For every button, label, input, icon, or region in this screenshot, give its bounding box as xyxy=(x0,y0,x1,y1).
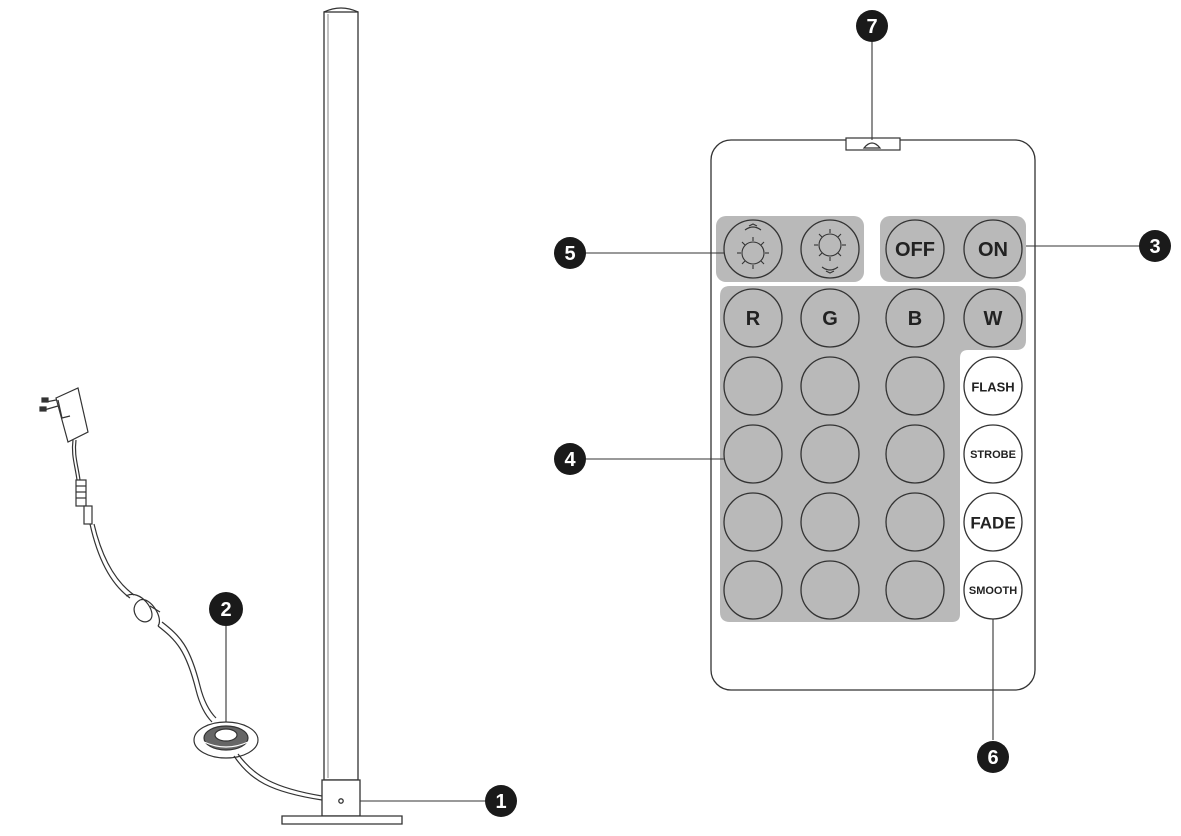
callout-5: 5 xyxy=(554,237,586,269)
callout-2-number: 2 xyxy=(220,599,231,621)
sun-down-icon xyxy=(814,229,846,274)
on-button-label: ON xyxy=(978,239,1008,261)
color-button-blue[interactable]: B xyxy=(885,288,945,348)
color-button-green[interactable]: G xyxy=(800,288,860,348)
color-panel xyxy=(720,286,1026,622)
color-button[interactable] xyxy=(885,424,945,484)
off-button-label: OFF xyxy=(895,239,935,261)
color-button[interactable] xyxy=(885,492,945,552)
color-button[interactable] xyxy=(723,356,783,416)
fade-button[interactable]: FADE xyxy=(963,492,1023,552)
lamp-top-cap xyxy=(323,7,359,13)
color-button-grid xyxy=(723,356,945,620)
remote-control: OFF ON R G B W xyxy=(710,137,1036,691)
sun-up-icon xyxy=(737,223,769,269)
lamp-base-block xyxy=(321,779,361,817)
color-button[interactable] xyxy=(885,356,945,416)
callout-6: 6 xyxy=(977,741,1009,773)
callout-7: 7 xyxy=(856,10,888,42)
callout-2: 2 xyxy=(209,592,243,626)
color-button[interactable] xyxy=(800,356,860,416)
color-button[interactable] xyxy=(723,424,783,484)
red-button-label: R xyxy=(746,308,761,330)
lamp-base-plate xyxy=(281,815,403,825)
callout-5-number: 5 xyxy=(564,243,575,265)
smooth-button[interactable]: SMOOTH xyxy=(963,560,1023,620)
power-cable xyxy=(39,387,323,801)
fade-button-label: FADE xyxy=(970,514,1015,533)
color-button-red[interactable]: R xyxy=(723,288,783,348)
white-button-label: W xyxy=(984,308,1003,330)
smooth-button-label: SMOOTH xyxy=(969,585,1017,597)
dc-connector xyxy=(75,479,93,525)
floor-lamp xyxy=(281,7,403,825)
color-button[interactable] xyxy=(800,424,860,484)
green-button-label: G xyxy=(822,308,838,330)
callout-3: 3 xyxy=(1139,230,1171,262)
power-adapter-icon xyxy=(39,387,89,443)
flash-button-label: FLASH xyxy=(971,380,1014,395)
ir-led-icon xyxy=(862,142,882,149)
callout-3-number: 3 xyxy=(1149,236,1160,258)
color-button-white[interactable]: W xyxy=(963,288,1023,348)
lamp-tube xyxy=(323,11,359,781)
cable-tie xyxy=(125,593,161,627)
brightness-up-button[interactable] xyxy=(723,219,783,279)
flash-button[interactable]: FLASH xyxy=(963,356,1023,416)
on-button[interactable]: ON xyxy=(963,219,1023,279)
foot-switch-icon xyxy=(193,721,259,759)
leader-lines xyxy=(225,42,1140,802)
color-button[interactable] xyxy=(723,560,783,620)
strobe-button-label: STROBE xyxy=(970,449,1016,461)
strobe-button[interactable]: STROBE xyxy=(963,424,1023,484)
brightness-down-button[interactable] xyxy=(800,219,860,279)
lamp-port xyxy=(338,798,344,804)
off-button[interactable]: OFF xyxy=(885,219,945,279)
color-button[interactable] xyxy=(723,492,783,552)
color-button[interactable] xyxy=(800,492,860,552)
color-button[interactable] xyxy=(800,560,860,620)
callout-7-number: 7 xyxy=(866,16,877,38)
callout-4: 4 xyxy=(554,443,586,475)
color-button[interactable] xyxy=(885,560,945,620)
callout-1: 1 xyxy=(485,785,517,817)
callout-4-number: 4 xyxy=(564,449,576,471)
callout-6-number: 6 xyxy=(987,747,998,769)
blue-button-label: B xyxy=(908,308,922,330)
callout-1-number: 1 xyxy=(495,791,506,813)
